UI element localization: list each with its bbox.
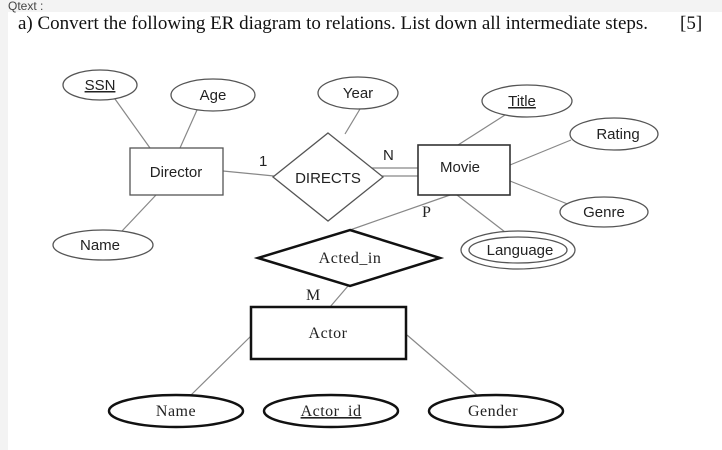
svg-text:Acted_in: Acted_in [319,250,382,267]
svg-text:Genre: Genre [583,204,625,221]
line-movie-language [456,194,506,233]
line-movie-title [457,114,506,146]
entity-director: Director [129,147,224,196]
attribute-ssn: SSN [62,69,138,101]
question-label: Qtext : [8,0,44,13]
line-actor-gender [406,334,479,397]
svg-text:Language: Language [487,242,554,259]
line-ssn-director [114,98,151,149]
entity-actor: Actor [249,305,408,361]
line-actor-name [189,334,253,397]
attribute-language-multivalued: Language [460,230,576,270]
attribute-rating: Rating [569,117,659,151]
svg-text:SSN: SSN [85,77,116,94]
svg-text:Movie: Movie [440,159,480,176]
svg-text:Age: Age [200,87,227,104]
relationship-acted-in: Acted_in [253,228,445,288]
attribute-year: Year [317,76,399,110]
attribute-title: Title [481,84,573,118]
line-movie-genre [509,180,571,206]
line-age-director [179,109,198,149]
attribute-gender: Gender [427,393,565,429]
svg-text:Name: Name [80,237,120,254]
svg-text:Director: Director [150,164,203,181]
svg-text:Rating: Rating [596,126,639,143]
line-year-directs [344,108,361,135]
entity-movie: Movie [417,144,511,196]
attribute-genre: Genre [559,196,649,228]
line-movie-acted-in [349,194,451,231]
line-acted-in-actor [329,285,349,308]
line-director-directs [222,170,275,177]
attribute-age: Age [170,78,256,112]
line-movie-rating [509,139,572,166]
cardinality-m: M [306,287,321,304]
svg-text:Year: Year [343,85,373,102]
attribute-actor-name: Name [107,393,245,429]
svg-text:Gender: Gender [468,403,518,420]
svg-text:Actor: Actor [309,325,348,342]
line-name-director [121,194,157,232]
svg-text:Name: Name [156,403,196,420]
question-marks: [5] [680,13,703,34]
attribute-actor-id: Actor_id [262,393,400,429]
cardinality-1: 1 [259,153,267,170]
cardinality-p: P [422,204,431,221]
svg-text:Title: Title [508,93,536,110]
svg-text:DIRECTS: DIRECTS [295,170,361,187]
question-text: a) Convert the following ER diagram to r… [18,13,649,34]
cardinality-n: N [383,147,394,164]
relationship-directs: DIRECTS [271,132,385,222]
svg-text:Actor_id: Actor_id [301,403,362,420]
attribute-director-name: Name [52,229,154,261]
